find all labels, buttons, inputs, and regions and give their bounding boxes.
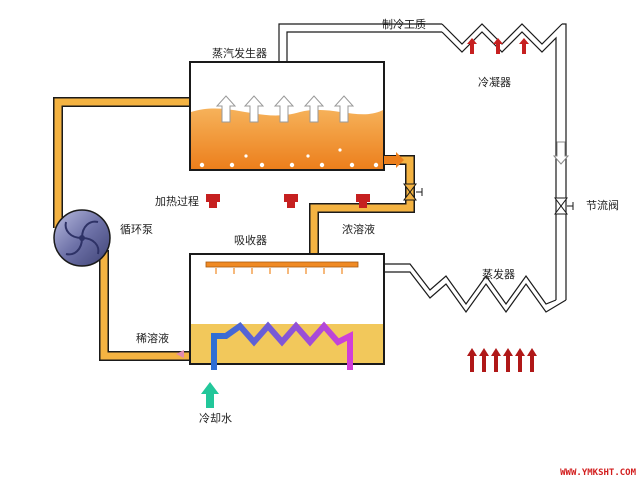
vapor-up-arrows bbox=[215, 95, 355, 123]
heating-arrows bbox=[206, 194, 370, 208]
label-condenser: 冷凝器 bbox=[478, 76, 511, 89]
label-evaporator: 蒸发器 bbox=[482, 268, 515, 281]
label-absorber: 吸收器 bbox=[234, 234, 267, 247]
condenser-heat-arrows bbox=[467, 38, 529, 54]
label-heating: 加热过程 bbox=[155, 195, 199, 208]
label-generator: 蒸汽发生器 bbox=[212, 47, 267, 60]
label-cooling-water: 冷却水 bbox=[199, 412, 232, 425]
strong-solution-valve bbox=[403, 183, 423, 201]
evaporator-heat-arrows bbox=[467, 348, 537, 372]
label-throttle-valve: 节流阀 bbox=[586, 199, 619, 212]
label-refrigerant: 制冷工质 bbox=[382, 18, 426, 31]
throttle-valve bbox=[554, 197, 574, 215]
outflow-arrow bbox=[384, 152, 404, 168]
label-pump: 循环泵 bbox=[120, 223, 153, 236]
refrigerant-flow-arrow bbox=[552, 141, 570, 165]
label-weak-solution: 稀溶液 bbox=[136, 332, 169, 345]
absorber bbox=[176, 253, 385, 370]
spray-drops bbox=[215, 268, 343, 274]
generator-bubbles bbox=[199, 148, 379, 168]
label-strong-solution: 浓溶液 bbox=[342, 223, 375, 236]
cooling-water-arrow bbox=[201, 382, 219, 408]
watermark: WWW.YMKSHT.COM bbox=[560, 468, 636, 478]
cooling-coil bbox=[211, 321, 353, 370]
steam-generator bbox=[189, 61, 404, 171]
weak-solution-outflow bbox=[176, 350, 184, 358]
circulating-pump bbox=[53, 209, 111, 267]
